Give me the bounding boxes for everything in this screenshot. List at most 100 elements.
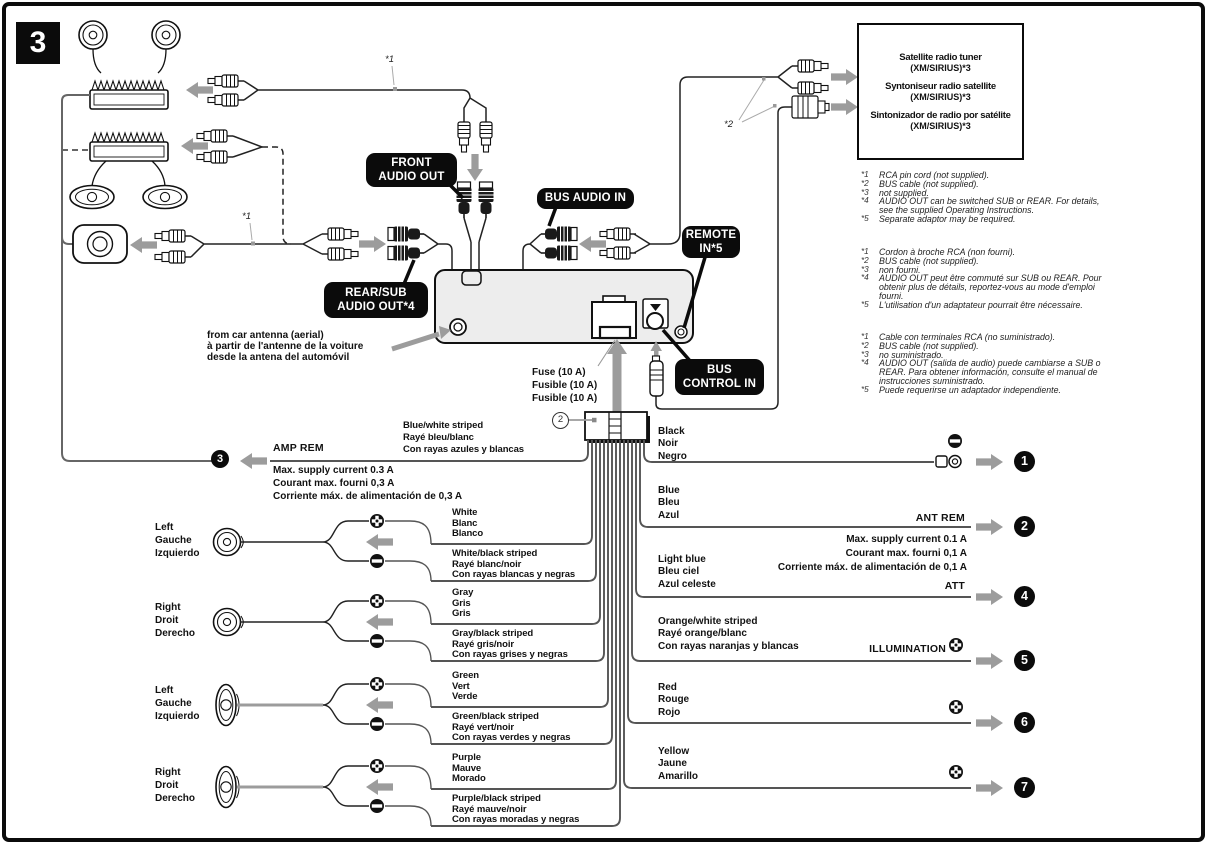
footnote-marker: *3 [861,264,869,274]
footnote-text: AUDIO OUT can be switched SUB or REAR. F… [879,196,1100,216]
satellite-tuner-model-en: (XM/SIRIUS)*3 [910,62,971,73]
power-wire-yellow-label: Yellow Jaune Amarillo [658,746,699,782]
terminal-badge-7: 7 [1014,777,1035,798]
speaker-wire-striped-front-left: White/black striped Rayé blanc/noir Con … [452,548,576,581]
terminal-badge-1: 1 [1014,451,1035,472]
bus-audio-in-callout: BUS AUDIO IN [537,188,634,209]
head-unit [434,269,694,344]
amp-rem-arrow [240,453,267,469]
red-plus-icon [949,700,963,714]
satellite-tuner-model-es: (XM/SIRIUS)*3 [910,120,971,131]
speaker-wire-solid-rear-left: Green Vert Verde [452,670,479,703]
terminal-badge-5: 5 [1014,650,1035,671]
yellow-plus-icon [949,765,963,779]
footnote-text: BUS cable (not supplied). [879,255,979,266]
footnote-marker: *5 [861,213,869,223]
footnote-text: BUS cable (not supplied). [879,340,979,351]
bus-control-in-callout: BUS CONTROL IN [675,359,764,395]
speaker-position-rear-right: Right Droit Derecho [155,767,196,804]
amp-rem-wire-color-label: Blue/white striped Rayé bleu/blanc Con r… [403,420,524,455]
fuse-holder-icon [591,295,637,340]
speaker-wire-solid-front-left: White Blanc Blanco [452,507,484,540]
front-amplifier-icon [78,20,181,110]
from-car-antenna-note: from car antenna (aerial) à partir de l'… [207,330,364,364]
bus-audio-in-cord [599,59,858,260]
power-wire-blue-label: Blue Bleu Azul [658,485,680,521]
harness-ref-badge: 2 [552,412,569,429]
ground-terminal-icon [935,434,962,469]
footnote-text: RCA pin cord (not supplied). [879,170,990,180]
footnote-marker: *1 [861,247,869,256]
power-wire-lightblue-label: Light blue Bleu ciel Azul celeste [658,554,716,590]
footnote-marker: *3 [861,349,869,359]
satellite-tuner-label-fr: Syntoniseur radio satellite [885,80,996,92]
footnote-marker: *1 [861,332,869,341]
front-amp-rca-cord [186,74,487,116]
front-audio-out-cord [457,115,493,181]
speaker-wire-striped-rear-right: Purple/black striped Rayé mauve/noir Con… [452,793,580,826]
speaker-row-rear-left [215,677,432,745]
footnote-marker: *2 [861,255,869,265]
footnote-text: not supplied. [879,187,929,198]
harness-wires [270,440,971,827]
step-number-badge: 3 [16,22,60,64]
footnote-marker: *5 [861,384,869,394]
speaker-wire-striped-rear-left: Green/black striped Rayé vert/noir Con r… [452,711,571,744]
front-audio-out-callout: FRONT AUDIO OUT [366,153,457,187]
footnote-text: L'utilisation d'un adaptateur pourrait ê… [879,299,1083,310]
speaker-row-rear-right [215,759,432,827]
footnote-marker: *2 [861,340,869,350]
power-wire-orange-label: Orange/white striped Rayé orange/blanc C… [658,616,799,652]
speaker-row-front-right [212,594,432,662]
footnote-text: non fourni. [879,264,921,275]
bus-control-cable [655,95,858,410]
power-wire-red-label: Red Rouge Rojo [658,682,690,718]
footnote-text: no suministrado. [879,349,944,360]
antenna-arrow [391,326,451,352]
fuse-leader [597,339,616,367]
satellite-tuner-label-en: Satellite radio tuner [899,51,982,63]
ant-rem-spec: Max. supply current 0.1 A Courant max. f… [777,534,967,573]
asterisk1-mark-sub: *1 [242,211,251,222]
front-audio-out-jacks [455,181,495,272]
speaker-wire-solid-rear-right: Purple Mauve Morado [452,752,486,785]
bus-control-in-jack-icon [642,298,669,330]
terminal-badge-2: 2 [1014,516,1035,537]
satellite-tuner-label-es: Sintonizador de radio por satélite [870,109,1011,121]
rear-sub-audio-out-callout: REAR/SUB AUDIO OUT*4 [324,282,428,318]
rear-sub-rca-cord [130,227,386,264]
speaker-position-front-left: Left Gauche Izquierdo [155,522,200,559]
power-wire-black-label: Black Noir Negro [658,426,687,462]
footnote-text: BUS cable (not supplied). [879,178,979,189]
bus-cable-connector-icon [649,341,664,397]
footnote-text: AUDIO OUT peut être commuté sur SUB ou R… [879,273,1102,301]
footnote-text: Separate adaptor may be required. [879,213,1016,224]
rear-amp-rca-cord [181,129,292,245]
footnote-marker: *5 [861,299,869,309]
bus-audio-in-jacks [522,225,606,271]
antenna-jack-icon [449,318,467,336]
footnote-text: Cable con terminales RCA (no suministrad… [879,332,1056,342]
terminal-badge-3: 3 [211,450,229,468]
speaker-row-front-left [212,514,432,582]
footnote-marker: *4 [861,358,869,368]
footnote-marker: *2 [861,178,869,188]
illumination-label: ILLUMINATION [869,643,946,655]
subwoofer-icon [72,224,128,264]
att-label: ATT [944,580,965,592]
footnote-text: Puede requerirse un adaptador independie… [879,384,1061,395]
illumination-plus-icon [949,638,963,652]
footnote-marker: *3 [861,187,869,197]
speaker-position-front-right: Right Droit Derecho [155,602,196,639]
footnotes-spanish: *1 Cable con terminales RCA (no suministr… [861,332,1156,395]
terminal-badge-6: 6 [1014,712,1035,733]
asterisk2-mark: *2 [724,119,733,130]
speaker-wire-solid-front-right: Gray Gris Gris [452,587,474,620]
satellite-tuner-box: Satellite radio tuner (XM/SIRIUS)*3 Synt… [857,23,1024,160]
footnote-marker: *4 [861,196,869,206]
amp-rem-trunk-wire [61,94,212,462]
asterisk-leaders [249,65,777,246]
